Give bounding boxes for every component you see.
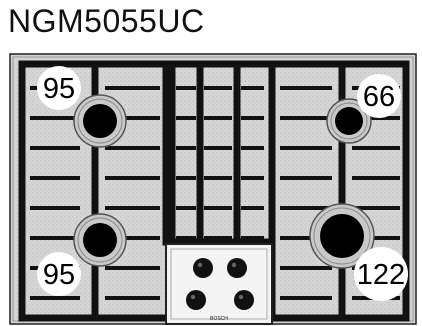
burner-labels: 95 66 95 122 xyxy=(37,66,408,301)
control-knob[interactable] xyxy=(227,258,247,278)
burner-front-right xyxy=(320,214,364,258)
knobs xyxy=(186,258,254,310)
burner-ring-inner xyxy=(77,217,123,263)
control-knob[interactable] xyxy=(193,258,213,278)
burner-ring-inner xyxy=(313,207,371,265)
burner-front-left xyxy=(83,223,117,257)
knob-highlight xyxy=(231,262,237,268)
burner-rear-left xyxy=(83,104,117,138)
burner-label-front-left: 95 xyxy=(43,259,75,291)
label-circle xyxy=(37,252,81,296)
burner-label-front-right: 122 xyxy=(357,259,405,291)
burner-label-rear-left: 95 xyxy=(43,73,75,105)
control-knob[interactable] xyxy=(186,290,206,310)
burner-rear-right xyxy=(335,107,363,135)
burner-label-rear-right: 66 xyxy=(363,81,395,113)
label-circle xyxy=(357,74,401,118)
burner-ring-inner xyxy=(77,98,123,144)
knob-highlight xyxy=(190,294,196,300)
brand-mark: BOSCH xyxy=(210,316,228,322)
burner-ring-inner xyxy=(330,102,368,140)
label-circle xyxy=(37,66,81,110)
control-panel-plate xyxy=(165,243,273,325)
burners xyxy=(73,94,375,269)
label-circle xyxy=(354,247,408,301)
knob-highlight xyxy=(197,262,203,268)
knob-highlight xyxy=(238,294,244,300)
model-number: NGM5055UC xyxy=(8,3,205,39)
control-panel: BOSCH xyxy=(165,243,273,325)
control-knob[interactable] xyxy=(234,290,254,310)
